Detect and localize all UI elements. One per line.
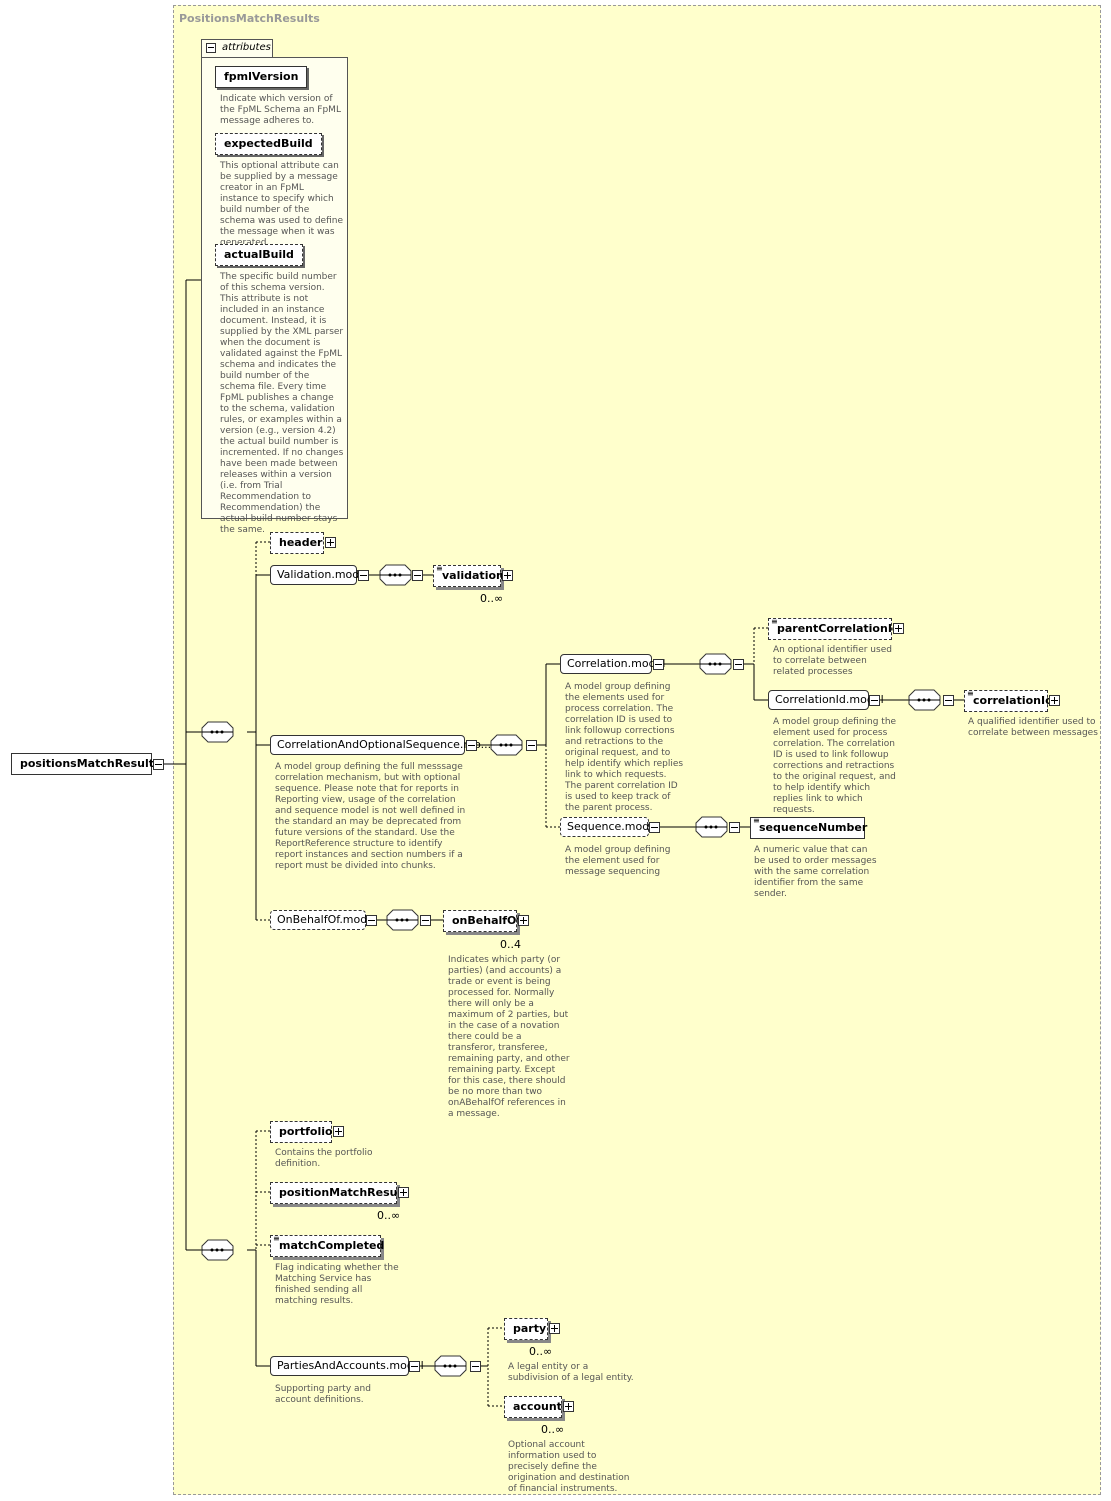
attr-actual-build-desc: The specific build number of this schema…	[220, 272, 344, 535]
corr-opt-seq-model-group[interactable]: CorrelationAndOptionalSequence.mo...	[270, 735, 491, 755]
root-element[interactable]: positionsMatchResults	[11, 753, 161, 775]
attr-expected-build-desc: This optional attribute can be supplied …	[220, 161, 344, 248]
collapse-icon[interactable]	[412, 570, 423, 581]
on-behalf-of-desc: Indicates which party (or parties) (and …	[448, 955, 570, 1119]
validation-element[interactable]: validation	[433, 565, 504, 587]
expand-icon[interactable]	[549, 1323, 560, 1334]
attributes-tab-label: attributes	[222, 42, 271, 53]
account-desc: Optional account information used to pre…	[508, 1440, 630, 1494]
attr-expected-build[interactable]: expectedBuild	[215, 133, 322, 155]
party-cardinality: 0..∞	[529, 1345, 553, 1358]
expand-icon[interactable]	[1049, 695, 1060, 706]
sequence-model-group[interactable]: Sequence.model	[560, 817, 659, 837]
correlation-id-desc: A qualified identifier used to correlate…	[968, 717, 1098, 738]
simple-type-icon: ≡	[967, 689, 974, 698]
account-cardinality: 0..∞	[541, 1423, 565, 1436]
party-desc: A legal entity or a subdivision of a leg…	[508, 1362, 634, 1383]
account-element[interactable]: account	[504, 1396, 562, 1418]
on-behalf-of-cardinality: 0..4	[500, 938, 521, 951]
expand-icon[interactable]	[563, 1401, 574, 1412]
parties-accounts-desc: Supporting party and account definitions…	[275, 1384, 371, 1405]
sequence-number-element[interactable]: sequenceNumber	[750, 817, 867, 839]
parties-accounts-model-group[interactable]: PartiesAndAccounts.model	[270, 1356, 424, 1376]
collapse-icon[interactable]	[409, 1361, 420, 1372]
simple-type-icon: ≡	[436, 564, 443, 573]
expand-icon[interactable]	[518, 915, 529, 926]
collapse-icon[interactable]	[869, 695, 880, 706]
expand-icon[interactable]	[333, 1126, 344, 1137]
parent-correlation-id-element[interactable]: parentCorrelationId	[768, 618, 900, 640]
collapse-icon[interactable]	[729, 822, 740, 833]
simple-type-icon: ≡	[273, 1234, 280, 1243]
portfolio-desc: Contains the portfolio definition.	[275, 1148, 373, 1169]
collapse-icon[interactable]	[420, 915, 431, 926]
collapse-icon[interactable]	[206, 43, 216, 53]
simple-type-icon: ≡	[753, 816, 760, 825]
match-completed-desc: Flag indicating whether the Matching Ser…	[275, 1263, 399, 1306]
expand-icon[interactable]	[502, 570, 513, 581]
collapse-icon[interactable]	[733, 659, 744, 670]
attr-actual-build[interactable]: actualBuild	[215, 244, 303, 266]
collapse-icon[interactable]	[466, 740, 477, 751]
correlation-model-group[interactable]: Correlation.model	[560, 654, 665, 674]
attr-fpml-version[interactable]: fpmlVersion	[215, 66, 308, 88]
expand-icon[interactable]	[325, 537, 336, 548]
party-element[interactable]: party	[504, 1318, 548, 1340]
on-behalf-of-element[interactable]: onBehalfOf	[443, 910, 521, 932]
validation-cardinality: 0..∞	[480, 592, 504, 605]
collapse-icon[interactable]	[358, 570, 369, 581]
position-match-result-cardinality: 0..∞	[377, 1209, 401, 1222]
simple-type-icon: ≡	[771, 617, 778, 626]
collapse-icon[interactable]	[649, 822, 660, 833]
portfolio-element[interactable]: portfolio	[270, 1121, 333, 1143]
sequence-model-desc: A model group defining the element used …	[565, 845, 671, 877]
on-behalf-of-model-group[interactable]: OnBehalfOf.model	[270, 910, 377, 930]
corr-opt-seq-desc: A model group defining the full messsage…	[275, 762, 466, 871]
match-completed-element[interactable]: matchCompleted	[270, 1235, 384, 1257]
collapse-icon[interactable]	[653, 659, 664, 670]
collapse-icon[interactable]	[943, 695, 954, 706]
region-title: PositionsMatchResults	[179, 12, 320, 25]
sequence-number-desc: A numeric value that can be used to orde…	[754, 845, 877, 899]
validation-model-group[interactable]: Validation.model	[270, 565, 369, 585]
collapse-icon[interactable]	[470, 1361, 481, 1372]
parent-correlation-id-desc: An optional identifier used to correlate…	[773, 645, 892, 677]
collapse-icon[interactable]	[366, 915, 377, 926]
attributes-tab[interactable]: attributes	[201, 39, 273, 57]
correlation-id-model-desc: A model group defining the element used …	[773, 717, 897, 815]
attr-fpml-version-desc: Indicate which version of the FpML Schem…	[220, 94, 341, 126]
header-element[interactable]: header	[270, 532, 324, 554]
correlation-id-element[interactable]: correlationId	[964, 690, 1053, 712]
expand-icon[interactable]	[893, 623, 904, 634]
correlation-id-model-group[interactable]: CorrelationId.model	[768, 690, 884, 710]
position-match-result-element[interactable]: positionMatchResult	[270, 1182, 406, 1204]
collapse-icon[interactable]	[526, 740, 537, 751]
expand-icon[interactable]	[398, 1187, 409, 1198]
collapse-icon[interactable]	[153, 759, 164, 770]
correlation-model-desc: A model group defining the elements used…	[565, 682, 684, 813]
